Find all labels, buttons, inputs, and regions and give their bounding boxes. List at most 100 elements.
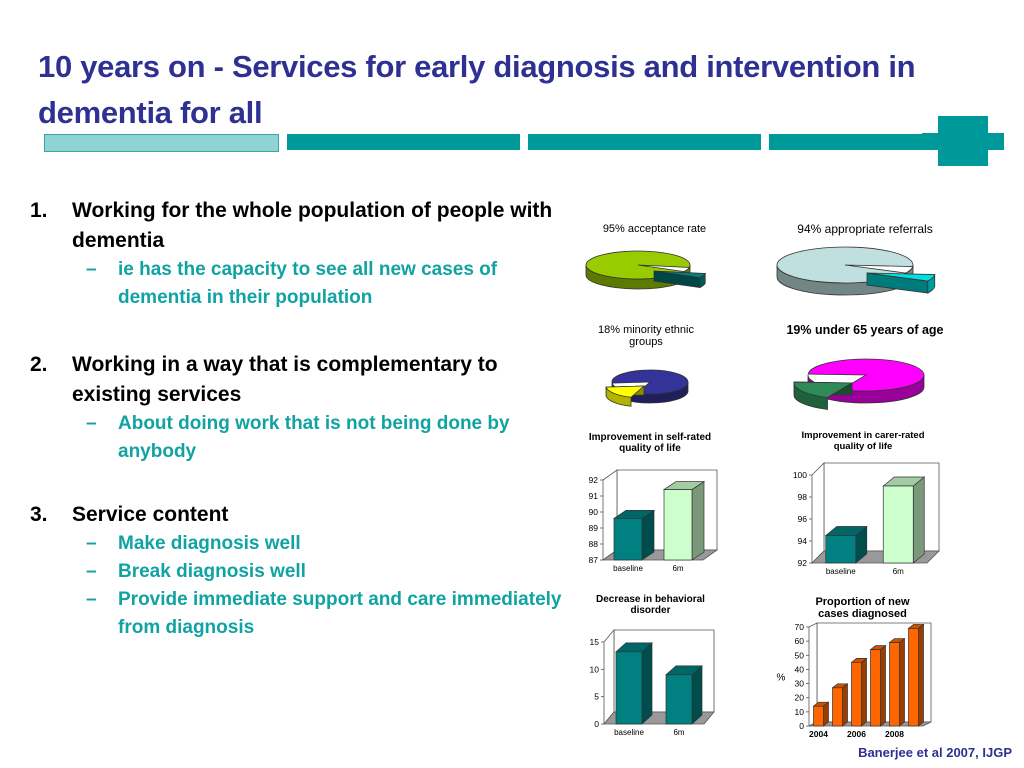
chart-back-wall: [823, 462, 940, 552]
bar-top: [665, 665, 703, 676]
x-tick-label: 6m: [893, 567, 904, 576]
bar: [813, 705, 824, 727]
bar-side: [842, 683, 848, 727]
page-title: 10 years on - Services for early diagnos…: [38, 49, 916, 130]
bar-title-carer-qol: Improvement in carer-rated quality of li…: [801, 430, 925, 452]
chart-side-wall: [603, 628, 615, 726]
y-tick-label: 70: [795, 622, 805, 632]
dash-bullet: –: [86, 561, 97, 582]
bar-title-proportion: Proportion of new cases diagnosed: [815, 596, 910, 620]
pie-title-acceptance: 95% acceptance rate: [602, 223, 707, 235]
bar-side: [641, 642, 653, 725]
sub-item-text: ie has the capacity to see all new cases…: [118, 259, 498, 308]
x-tick-label: 6m: [672, 564, 683, 573]
sub-item-text: Break diagnosis well: [118, 561, 306, 582]
bar-top: [882, 476, 926, 487]
list-item: 2. Working in a way that is complementar…: [30, 350, 565, 410]
bullet-list: 1. Working for the whole population of p…: [30, 196, 565, 642]
bar: [665, 674, 693, 725]
sub-item-text: Make diagnosis well: [118, 533, 301, 554]
bar-side: [918, 623, 924, 727]
pie-slice-small-edge: [793, 381, 828, 410]
x-tick-label: 2008: [885, 729, 904, 739]
pie-slice-small-side: [605, 385, 645, 397]
bar: [908, 628, 919, 727]
pie-title-minority: 18% minority ethnic groups: [598, 324, 694, 348]
pie-slice-small-side: [866, 272, 929, 294]
pie-slice-small: [793, 381, 854, 398]
chart-back-wall: [816, 622, 932, 723]
pie-slice-side: [611, 381, 689, 404]
y-tick-label: 94: [798, 536, 808, 546]
x-tick-label: baseline: [613, 564, 643, 573]
pie-slice-small-side: [653, 270, 701, 289]
x-tick-label: baseline: [826, 567, 856, 576]
pie-slice-small: [653, 270, 706, 278]
dash-bullet: –: [86, 589, 97, 610]
pie-slice-main: [611, 369, 689, 395]
pie-slice-small-side: [793, 381, 853, 396]
bar-side: [641, 509, 655, 561]
y-tick-label: 89: [589, 523, 599, 533]
sub-item: – Break diagnosis well: [30, 558, 565, 586]
y-tick-label: 98: [798, 492, 808, 502]
chart-side-wall: [811, 462, 825, 564]
sub-item: – ie has the capacity to see all new cas…: [30, 256, 565, 312]
x-tick-label: baseline: [614, 728, 644, 737]
y-tick-label: 96: [798, 514, 808, 524]
chart-floor: [808, 721, 932, 727]
y-tick-label: 87: [589, 555, 599, 565]
pie-slice-main: [585, 250, 691, 280]
y-tick-label: 20: [795, 693, 805, 703]
y-tick-label: 90: [589, 507, 599, 517]
list-number: 2.: [30, 353, 48, 376]
pie-slice-side: [776, 264, 914, 296]
y-axis-label: %: [777, 673, 786, 684]
y-tick-label: 15: [590, 637, 600, 647]
x-tick-label: 2004: [809, 729, 828, 739]
list-number: 3.: [30, 503, 48, 526]
y-tick-label: 10: [590, 664, 600, 674]
citation: Banerjee et al 2007, IJGP: [858, 745, 1012, 760]
y-tick-label: 88: [589, 539, 599, 549]
sub-item-text: About doing work that is not being done …: [118, 413, 510, 462]
pie-slice-small-edge: [699, 272, 706, 289]
bar-side: [912, 476, 925, 564]
x-tick-label: 2006: [847, 729, 866, 739]
decor-bar-1: [44, 134, 279, 152]
decor-bar-2: [287, 134, 520, 150]
list-item-text: Service content: [72, 503, 229, 526]
bar-title-self-qol: Improvement in self-rated quality of lif…: [588, 432, 712, 454]
list-item-text: Working for the whole population of peop…: [72, 199, 553, 252]
bar-top: [615, 642, 653, 653]
chart-back-wall: [616, 469, 718, 551]
bar-top: [612, 510, 656, 519]
bar-side: [691, 665, 703, 725]
bar-top: [850, 658, 868, 663]
pie-slice-small: [605, 385, 646, 398]
pie-title-under65: 19% under 65 years of age: [786, 323, 944, 337]
y-tick-label: 0: [799, 721, 804, 731]
bar-top: [662, 481, 706, 490]
bar: [825, 535, 857, 564]
bar-side: [823, 701, 829, 727]
bar-top: [888, 638, 906, 643]
chart-back-wall: [613, 629, 715, 713]
bar-side: [691, 480, 705, 561]
y-tick-label: 91: [589, 491, 599, 501]
y-tick-label: 0: [594, 719, 599, 729]
bar-top: [812, 701, 830, 707]
y-tick-label: 92: [798, 558, 808, 568]
list-item-text: Working in a way that is complementary t…: [72, 353, 498, 406]
pie-slice-main: [807, 358, 925, 392]
bar-top: [824, 526, 868, 536]
sub-item: – Provide immediate support and care imm…: [30, 586, 565, 642]
bar-side: [861, 657, 867, 727]
pie-slice-small: [866, 272, 936, 282]
list-item: 1. Working for the whole population of p…: [30, 196, 565, 256]
sub-item: – About doing work that is not being don…: [30, 410, 565, 466]
bar-title-behavioral: Decrease in behavioral disorder: [596, 594, 705, 616]
bar-top: [831, 683, 849, 689]
bar-side: [880, 644, 886, 727]
pie-slice-side: [585, 264, 691, 290]
